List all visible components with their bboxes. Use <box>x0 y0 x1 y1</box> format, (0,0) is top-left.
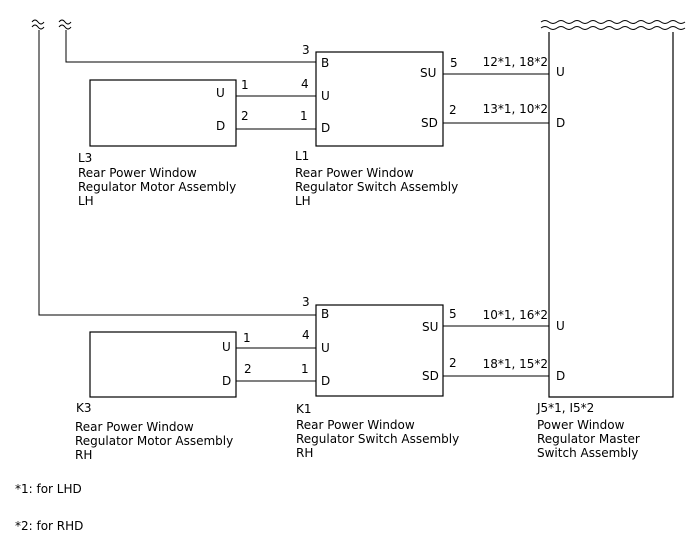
master-pin-number-su-lh: 12*1, 18*2 <box>483 55 548 69</box>
l3-name-line-2: Regulator Motor Assembly <box>78 180 236 194</box>
master-code: J5*1, I5*2 <box>536 401 594 415</box>
master-pin-number-su-rh: 10*1, 16*2 <box>483 308 548 322</box>
l1-name-line-3: LH <box>295 194 311 208</box>
k1-name-line-3: RH <box>296 446 313 460</box>
l1-pin-su: SU <box>420 66 436 80</box>
l1-switch-box <box>315 51 444 147</box>
l1-pin-u: U <box>321 89 330 103</box>
master-break-line-2 <box>540 26 686 30</box>
k1-name-line-2: Regulator Switch Assembly <box>296 432 459 446</box>
l3-name-line-1: Rear Power Window <box>78 166 197 180</box>
k1-code: K1 <box>296 402 312 416</box>
k3-pin-u: U <box>222 340 231 354</box>
footnote-lhd: *1: for LHD <box>15 482 82 496</box>
k3-pin-number-d: 2 <box>244 362 252 376</box>
l3-pin-number-d: 2 <box>241 109 249 123</box>
master-pin-number-sd-lh: 13*1, 10*2 <box>483 102 548 116</box>
k1-pin-b: B <box>321 307 329 321</box>
master-pin-d-lh: D <box>556 116 565 130</box>
l3-code: L3 <box>78 151 92 165</box>
k3-name-line-1: Rear Power Window <box>75 420 194 434</box>
l1-pin-sd: SD <box>421 116 438 130</box>
k3-code: K3 <box>76 401 92 415</box>
footnote-rhd: *2: for RHD <box>15 519 83 533</box>
l3-pin-u: U <box>216 86 225 100</box>
l1-name-line-2: Regulator Switch Assembly <box>295 180 458 194</box>
l1-pin-b: B <box>321 56 329 70</box>
wire-rh-power-feed <box>38 30 316 316</box>
wire-break-symbol-left <box>31 19 45 30</box>
l3-name-line-3: LH <box>78 194 94 208</box>
master-break-line-1 <box>540 20 686 24</box>
k1-pin-u: U <box>321 341 330 355</box>
l1-pin-number-b: 3 <box>302 43 310 57</box>
l1-pin-number-su: 5 <box>450 56 458 70</box>
k3-pin-d: D <box>222 374 231 388</box>
master-pin-u-rh: U <box>556 319 565 333</box>
k1-pin-number-d: 1 <box>301 362 309 376</box>
l1-pin-number-d: 1 <box>300 109 308 123</box>
l1-pin-number-sd: 2 <box>449 103 457 117</box>
master-pin-d-rh: D <box>556 369 565 383</box>
master-name-line-3: Switch Assembly <box>537 446 638 460</box>
master-pin-u-lh: U <box>556 65 565 79</box>
l3-pin-number-u: 1 <box>241 78 249 92</box>
master-pin-number-sd-rh: 18*1, 15*2 <box>483 357 548 371</box>
k1-pin-number-b: 3 <box>302 295 310 309</box>
k1-pin-number-u: 4 <box>302 328 310 342</box>
k3-name-line-3: RH <box>75 448 92 462</box>
l1-name-line-1: Rear Power Window <box>295 166 414 180</box>
k3-motor-box <box>89 331 237 398</box>
k1-name-line-1: Rear Power Window <box>296 418 415 432</box>
k3-pin-number-u: 1 <box>243 331 251 345</box>
wire-lh-power-feed <box>65 30 316 63</box>
l1-code: L1 <box>295 149 309 163</box>
master-name-line-1: Power Window <box>537 418 625 432</box>
master-name-line-2: Regulator Master <box>537 432 640 446</box>
k1-pin-d: D <box>321 374 330 388</box>
wire-break-symbol-right <box>58 19 72 30</box>
l3-motor-box <box>89 79 237 147</box>
l3-pin-d: D <box>216 119 225 133</box>
master-switch-box <box>540 20 686 398</box>
k1-pin-number-su: 5 <box>449 307 457 321</box>
l1-pin-number-u: 4 <box>301 77 309 91</box>
l1-pin-d: D <box>321 121 330 135</box>
k1-pin-number-sd: 2 <box>449 356 457 370</box>
k1-switch-box <box>315 304 444 397</box>
k1-pin-sd: SD <box>422 369 439 383</box>
k3-name-line-2: Regulator Motor Assembly <box>75 434 233 448</box>
k1-pin-su: SU <box>422 320 438 334</box>
